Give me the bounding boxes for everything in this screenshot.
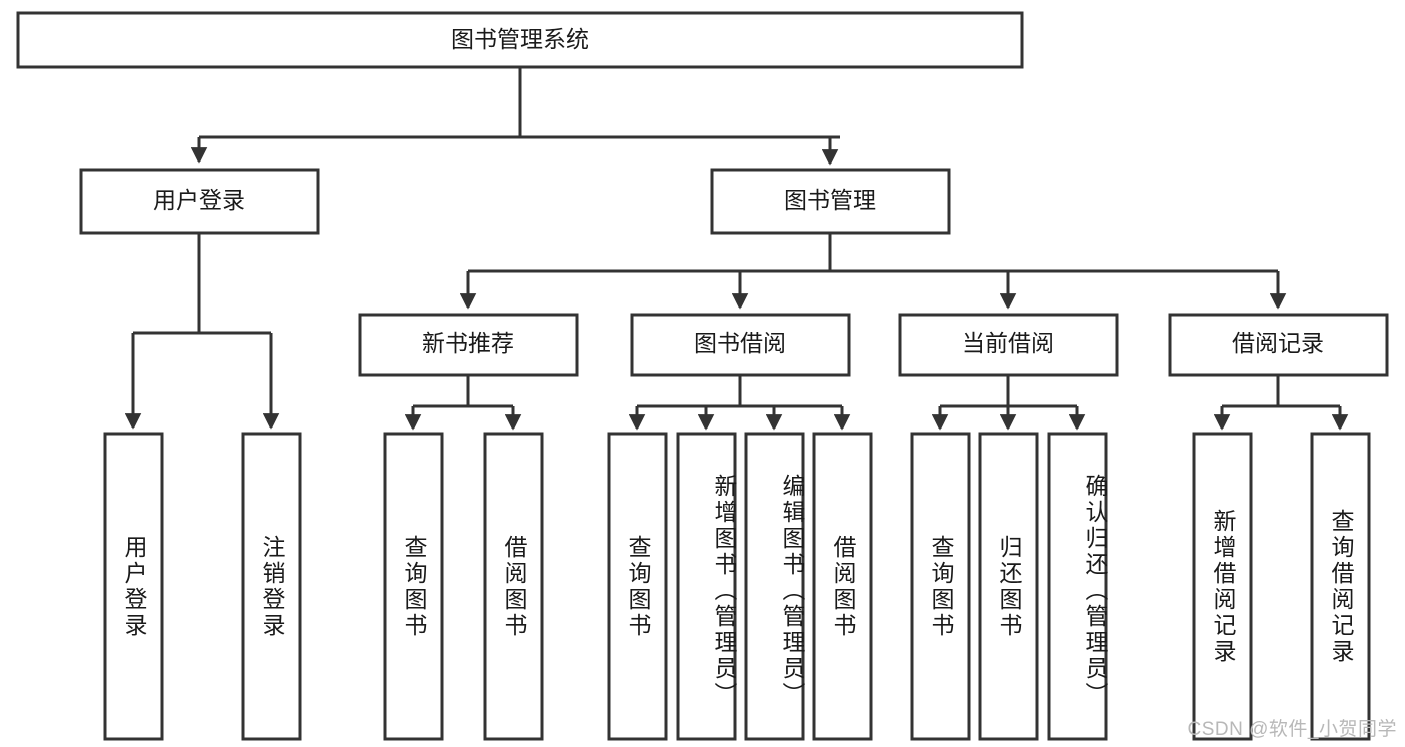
leaf-box-borrow-1[interactable] — [676, 432, 737, 741]
watermark-text: CSDN @软件_小贺同学 — [1187, 719, 1397, 740]
leaf-box-recommend-0[interactable] — [383, 432, 444, 741]
edges-borrow-to-leaves — [628, 375, 851, 431]
leaf-box-borrow-3[interactable] — [812, 432, 873, 741]
edges-bookmgmt-to-level3 — [459, 233, 1287, 310]
node-book-borrow[interactable]: 图书借阅 — [630, 313, 851, 377]
leaf-box-user-login-0[interactable] — [103, 432, 164, 741]
leaf-box-current-1[interactable] — [978, 432, 1039, 741]
leaf-box-user-login-1[interactable] — [241, 432, 302, 741]
edges-current-to-leaves — [931, 375, 1086, 431]
node-borrow-record[interactable]: 借阅记录 — [1168, 313, 1389, 377]
node-new-book-recommend[interactable]: 新书推荐 — [358, 313, 579, 377]
node-book-management[interactable]: 图书管理 — [710, 168, 951, 235]
node-user-login-label: 用户登录 — [153, 187, 245, 213]
leaf-box-borrow-0[interactable] — [607, 432, 668, 741]
node-new-book-recommend-label: 新书推荐 — [422, 330, 514, 356]
leaf-box-current-2[interactable] — [1047, 432, 1108, 741]
edges-recommend-to-leaves — [404, 375, 522, 431]
node-book-borrow-label: 图书借阅 — [694, 330, 786, 356]
node-root[interactable]: 图书管理系统 — [16, 11, 1024, 69]
leaf-box-current-0[interactable] — [910, 432, 971, 741]
node-current-borrow-label: 当前借阅 — [962, 330, 1054, 356]
leaf-box-recommend-1[interactable] — [483, 432, 544, 741]
leaf-box-record-1[interactable] — [1310, 432, 1371, 741]
node-current-borrow[interactable]: 当前借阅 — [898, 313, 1119, 377]
leaf-box-record-0[interactable] — [1192, 432, 1253, 741]
node-borrow-record-label: 借阅记录 — [1232, 330, 1324, 356]
node-book-management-label: 图书管理 — [784, 187, 876, 213]
leaf-box-borrow-2[interactable] — [744, 432, 805, 741]
edges-record-to-leaves — [1213, 375, 1349, 431]
edges-root-to-level2 — [190, 67, 840, 166]
edges-userlogin-to-leaves — [124, 233, 280, 430]
node-user-login[interactable]: 用户登录 — [79, 168, 320, 235]
node-root-label: 图书管理系统 — [451, 26, 589, 52]
